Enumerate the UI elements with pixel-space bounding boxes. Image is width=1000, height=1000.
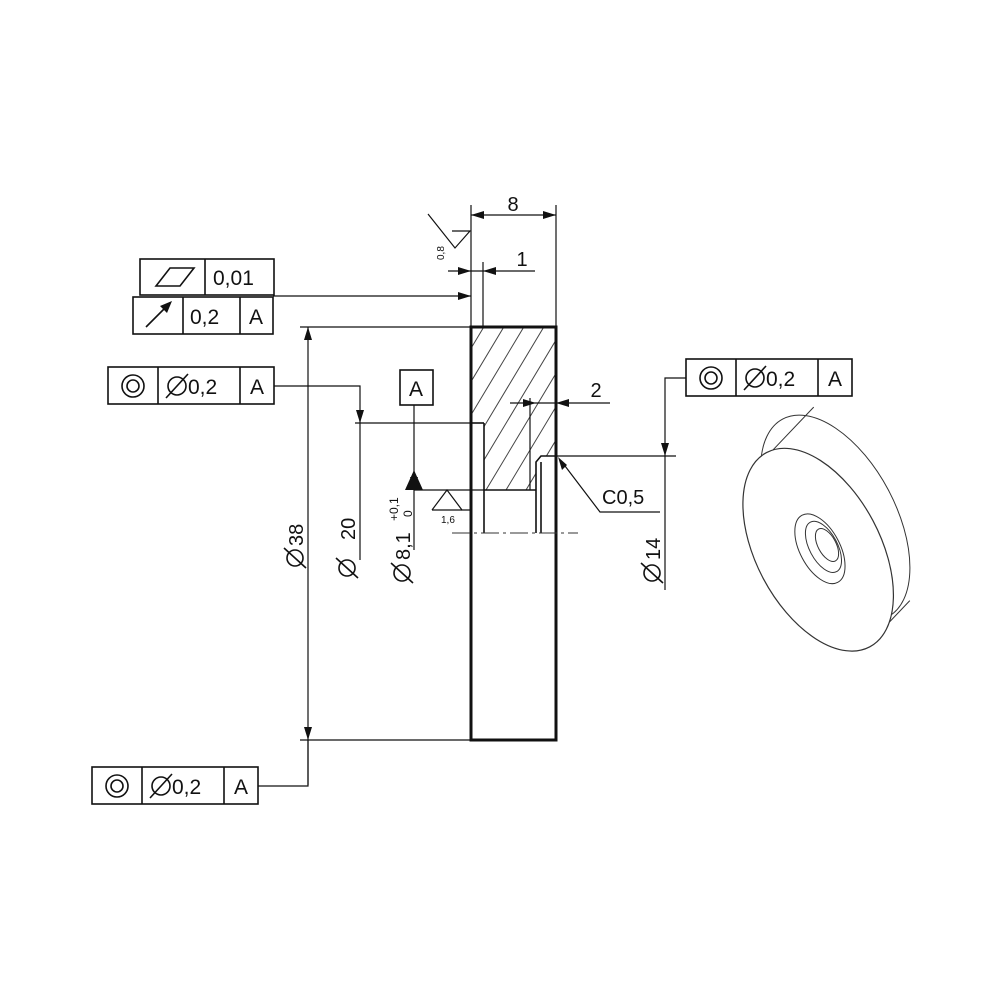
- dim-8-1-tol-lower: 0: [401, 510, 415, 517]
- diameter-icon: [743, 365, 767, 391]
- datum-triangle: [405, 470, 423, 490]
- isometric-view: [742, 406, 911, 652]
- datum-a-label: A: [409, 378, 423, 401]
- fcf-flatness: 0,01: [139, 258, 275, 296]
- concentric-right-value: 0,2: [766, 368, 795, 391]
- concentricity-icon: [699, 366, 723, 390]
- concentric-bottom-value: 0,2: [172, 776, 201, 799]
- concentric-left-value: 0,2: [188, 376, 217, 399]
- surface-finish-bore: 1,6: [431, 489, 470, 526]
- dimension-dia-14: 14: [556, 425, 676, 590]
- section-view: [452, 325, 578, 742]
- dim-38-text: 38: [286, 524, 308, 546]
- surface-finish-top: 0,8: [427, 213, 472, 260]
- fcf-concentricity-left: 0,2 A: [107, 366, 361, 405]
- fcf-concentricity-right: 0,2 A: [664, 358, 853, 425]
- concentric-right-datum: A: [828, 368, 842, 391]
- dim-8-text: 8: [507, 194, 518, 216]
- dim-20-text: 20: [338, 518, 360, 540]
- surface-finish-top-value: 0,8: [436, 246, 447, 260]
- surface-finish-bore-value: 1,6: [441, 515, 455, 526]
- dim-14-text: 14: [643, 538, 665, 560]
- flatness-icon: [154, 267, 196, 287]
- fcf-runout: 0,2 A: [132, 292, 471, 335]
- concentricity-icon: [121, 374, 145, 398]
- dimension-depth-1: 1: [448, 249, 535, 327]
- runout-datum: A: [249, 306, 263, 329]
- dimension-dia-38: 38: [283, 326, 471, 785]
- diameter-icon: [165, 373, 189, 399]
- concentric-bottom-datum: A: [234, 776, 248, 799]
- section-hatching: [472, 328, 556, 490]
- dimension-dia-20: 20: [335, 395, 471, 579]
- runout-arrow-icon: [145, 301, 172, 328]
- dimension-step-2: 2: [510, 380, 610, 407]
- diameter-icon: [149, 773, 173, 799]
- dimension-width-8: 8: [470, 194, 557, 327]
- datum-feature-a: A: [399, 369, 434, 490]
- concentricity-icon: [105, 774, 129, 798]
- dim-1-text: 1: [516, 249, 527, 271]
- dim-8-1-text: 8,1: [393, 532, 415, 560]
- dim-8-1-tol-upper: +0,1: [387, 497, 401, 521]
- chamfer-text: C0,5: [602, 487, 644, 509]
- runout-value: 0,2: [190, 306, 219, 329]
- dim-2-text: 2: [590, 380, 601, 402]
- chamfer-callout: C0,5: [558, 457, 660, 513]
- dimension-dia-8-1: 8,1 +0,1 0: [387, 405, 484, 584]
- flatness-value: 0,01: [213, 267, 254, 290]
- fcf-concentricity-bottom: 0,2 A: [91, 740, 309, 805]
- concentric-left-datum: A: [250, 376, 264, 399]
